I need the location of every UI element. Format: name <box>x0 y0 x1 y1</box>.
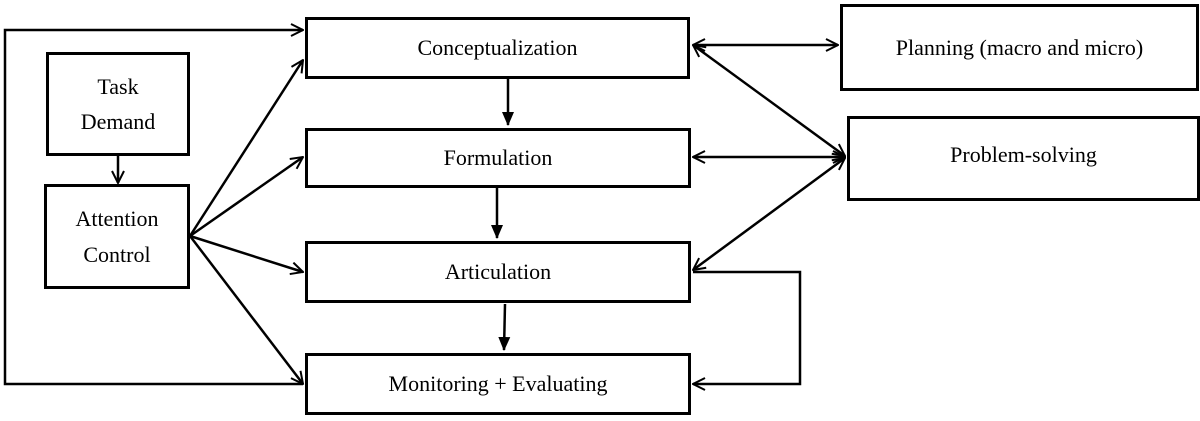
problem-solving-box: Problem-solving <box>847 116 1200 201</box>
edge-attention-to-articulation <box>189 234 303 272</box>
attention-control-box: Attention Control <box>44 184 190 289</box>
edge-attention-to-formulation <box>189 157 303 238</box>
articulation-label: Articulation <box>444 259 552 285</box>
monitoring-evaluating-box: Monitoring + Evaluating <box>305 353 691 415</box>
attention-control-line-1: Attention <box>75 206 159 232</box>
task-demand-box: Task Demand <box>46 52 190 156</box>
attention-control-line-2: Control <box>83 241 151 267</box>
planning-label: Planning (macro and micro) <box>895 34 1144 60</box>
problem-solving-label: Problem-solving <box>950 142 1097 167</box>
edge-monitoring-loop-to-conceptualization <box>3 30 303 386</box>
task-demand-label: Task Demand <box>81 69 156 139</box>
conceptualization-label: Conceptualization <box>417 35 578 61</box>
attention-control-label: Attention Control <box>75 201 158 271</box>
planning-box: Planning (macro and micro) <box>840 4 1199 91</box>
formulation-label: Formulation <box>443 145 553 171</box>
formulation-box: Formulation <box>305 128 691 188</box>
edge-attention-to-conceptualization <box>188 60 303 237</box>
task-demand-line-2: Demand <box>80 109 156 134</box>
articulation-box: Articulation <box>305 241 691 303</box>
task-demand-line-1: Task <box>97 73 139 99</box>
conceptualization-box: Conceptualization <box>305 17 690 79</box>
edge-conceptualization-problem-solving <box>693 45 845 156</box>
monitoring-evaluating-label: Monitoring + Evaluating <box>388 371 608 397</box>
edge-articulation-problem-solving <box>693 158 845 270</box>
edge-articulation-to-monitoring <box>498 303 511 351</box>
edge-articulation-loop-to-monitoring <box>693 270 802 384</box>
edge-attention-to-monitoring <box>189 235 303 384</box>
